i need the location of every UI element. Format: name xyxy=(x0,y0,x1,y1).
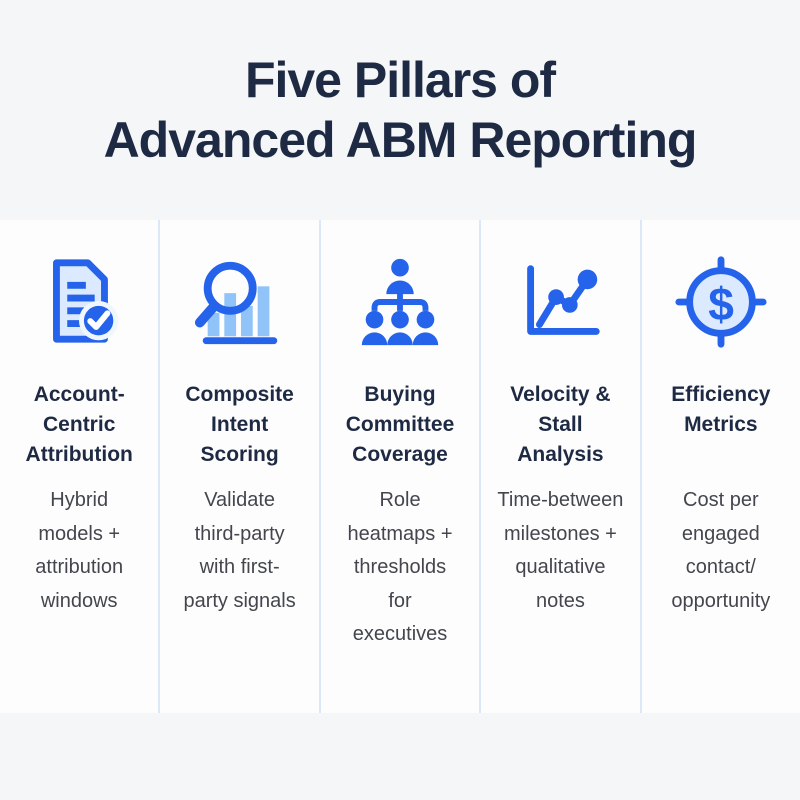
trend-line-chart-icon xyxy=(527,265,601,335)
pillar-title: Efficiency Metrics xyxy=(671,383,771,436)
pillar-description: Time-between milestones + qualitative no… xyxy=(497,489,624,612)
pillar-title: Velocity & Stall Analysis xyxy=(510,383,611,466)
page-title: Five Pillars of Advanced ABM Reporting xyxy=(0,0,800,170)
pillar-columns: Account- Centric Attribution Hybrid mode… xyxy=(0,220,800,713)
page-title-line-1: Five Pillars of xyxy=(244,52,556,108)
document-check-icon xyxy=(53,259,119,343)
pillar-description: Role heatmaps + thresholds for executive… xyxy=(347,489,453,646)
pillar-description: Hybrid models + attribution windows xyxy=(35,489,124,612)
pillar-title: Account- Centric Attribution xyxy=(25,383,133,466)
pillar-description: Cost per engaged contact/ opportunity xyxy=(671,489,771,612)
dollar-sign-glyph: $ xyxy=(708,278,734,330)
pillar-account-centric-attribution: Account- Centric Attribution Hybrid mode… xyxy=(0,220,161,713)
dollar-target-icon: $ xyxy=(675,256,767,348)
pillar-description: Validate third-party with first- party s… xyxy=(183,489,296,612)
pillar-efficiency-metrics: $ Efficiency Metrics Cost per engaged co… xyxy=(641,220,800,713)
pillar-buying-committee-coverage: Buying Committee Coverage Role heatmaps … xyxy=(320,220,482,713)
pillar-title: Buying Committee Coverage xyxy=(345,383,455,466)
page-title-line-2: Advanced ABM Reporting xyxy=(103,112,698,168)
org-chart-people-icon xyxy=(361,258,439,346)
pillar-title: Composite Intent Scoring xyxy=(185,383,294,466)
magnifier-bar-chart-icon xyxy=(194,261,277,345)
pillar-composite-intent-scoring: Composite Intent Scoring Validate third-… xyxy=(160,220,321,713)
pillar-velocity-stall-analysis: Velocity & Stall Analysis Time-between m… xyxy=(481,220,642,713)
